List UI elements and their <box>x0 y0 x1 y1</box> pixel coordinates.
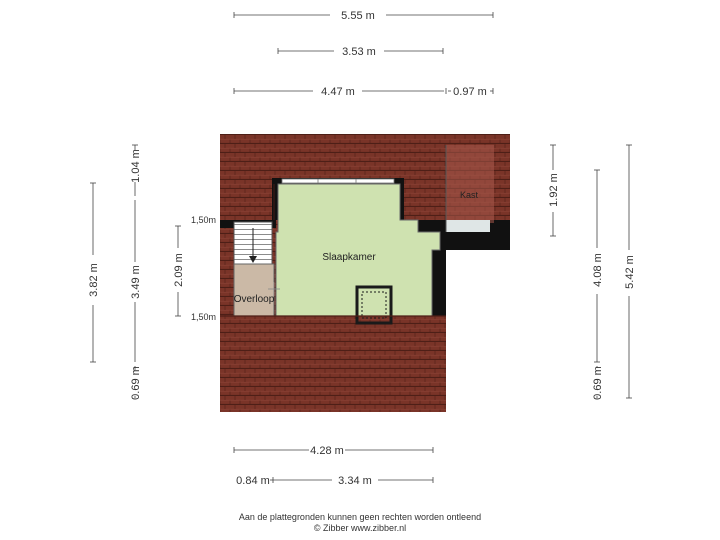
overloop-room <box>233 263 275 317</box>
dim-bottom-total <box>233 447 434 453</box>
height-label-lower: 1,50m <box>191 312 216 322</box>
dim-label: 3.53 m <box>342 46 376 58</box>
kast-floor <box>446 220 490 232</box>
dim-label: 3.49 m <box>130 265 142 299</box>
dim-label: 0.69 m <box>592 366 604 400</box>
kast-room <box>446 145 494 223</box>
height-label-upper: 1,50m <box>191 215 216 225</box>
room-label-kast: Kast <box>460 190 479 200</box>
dim-label: 0.97 m <box>453 86 487 98</box>
dim-label: 4.47 m <box>321 86 355 98</box>
roof-hatch <box>355 285 393 325</box>
dim-top-right <box>448 88 494 94</box>
dim-label: 4.28 m <box>310 445 344 457</box>
dim-right-outer <box>626 144 632 399</box>
dim-left-top <box>132 144 138 196</box>
dim-label: 3.82 m <box>88 263 100 297</box>
disclaimer: Aan de plattegronden kunnen geen rechten… <box>238 512 482 522</box>
dim-left-inner <box>175 225 181 317</box>
dim-label: 3.34 m <box>338 475 372 487</box>
dim-left-outer <box>90 182 96 363</box>
stair-arrow-head <box>249 256 257 263</box>
dim-top-inner <box>277 48 444 54</box>
dim-top-total <box>233 12 494 18</box>
wall <box>432 250 446 316</box>
roof-hatch-inner <box>361 291 387 319</box>
room-label-overloop: Overloop <box>234 294 275 305</box>
room-label-slaapkamer: Slaapkamer <box>322 252 376 263</box>
dim-label: 2.09 m <box>173 253 185 287</box>
dim-label: 0.84 m <box>236 475 270 487</box>
dim-label: 4.08 m <box>592 253 604 287</box>
dim-top-left <box>233 88 447 94</box>
dim-label: 5.42 m <box>624 255 636 289</box>
dim-label: 5.55 m <box>341 10 375 22</box>
slaapkamer-room <box>275 183 441 317</box>
window <box>281 178 395 184</box>
dim-label: 1.92 m <box>548 173 560 207</box>
dim-label: 0.69 m <box>130 366 142 400</box>
dim-bottom-split <box>270 477 434 483</box>
dim-label: 1.04 m <box>130 149 142 183</box>
copyright: © Zibber www.zibber.nl <box>313 523 407 533</box>
dim-right-mid <box>594 169 600 363</box>
wall <box>272 178 278 220</box>
dim-right-top <box>550 144 556 237</box>
wall <box>400 178 404 220</box>
building <box>220 134 510 412</box>
